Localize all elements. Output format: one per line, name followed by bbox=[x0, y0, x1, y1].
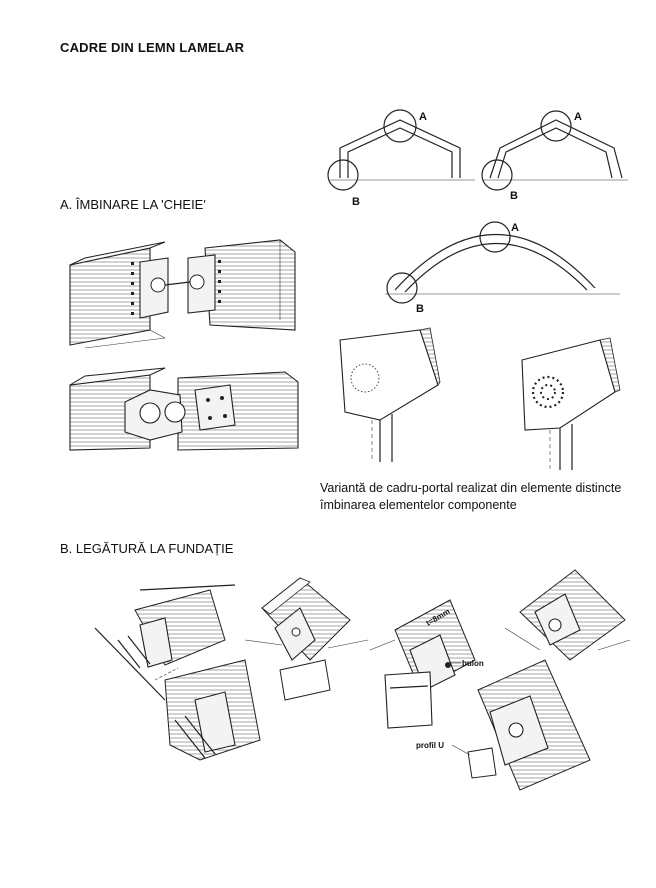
label-a: A bbox=[511, 222, 519, 234]
detail-circle-b bbox=[481, 159, 513, 191]
frame-detail-right bbox=[521, 337, 621, 470]
annotation-bolt: bulon bbox=[462, 659, 484, 668]
foundation-detail-4 bbox=[504, 569, 631, 661]
caption-line-1: Variantă de cadru-portal realizat din el… bbox=[320, 481, 622, 495]
page-title: CADRE DIN LEMN LAMELAR bbox=[60, 40, 245, 55]
frame-detail-left bbox=[339, 327, 441, 462]
label-a: A bbox=[419, 111, 427, 123]
section-b-heading: B. LEGĂTURĂ LA FUNDAȚIE bbox=[60, 541, 234, 556]
detail-circle-b bbox=[327, 159, 359, 191]
label-b: B bbox=[352, 196, 360, 208]
label-b: B bbox=[416, 303, 424, 315]
portal-frame-2: A B bbox=[481, 110, 628, 202]
foundation-detail-5: profil U bbox=[416, 659, 591, 791]
section-a-heading: A. ÎMBINARE LA 'CHEIE' bbox=[60, 197, 206, 212]
annotation-u-profile: profil U bbox=[416, 741, 444, 750]
key-joint-top bbox=[69, 239, 296, 349]
foundation-detail-1 bbox=[94, 584, 261, 761]
detail-circle-b bbox=[386, 272, 418, 304]
frame-caption: Variantă de cadru-portal realizat din el… bbox=[320, 480, 650, 514]
key-joint-bottom bbox=[69, 367, 299, 451]
detail-circle-a bbox=[540, 110, 572, 142]
steel-key-plate bbox=[194, 384, 236, 431]
foundation-detail-3: t=8mm bulon bbox=[369, 599, 484, 729]
caption-line-2: îmbinarea elementelor componente bbox=[320, 498, 517, 512]
detail-circle-a bbox=[383, 109, 417, 143]
portal-frame-1: A B bbox=[327, 109, 475, 208]
label-b: B bbox=[510, 190, 518, 202]
label-a: A bbox=[574, 111, 582, 123]
arch-frame: A B bbox=[385, 221, 620, 315]
detail-circle-a bbox=[479, 221, 511, 253]
foundation-detail-2 bbox=[244, 577, 369, 701]
